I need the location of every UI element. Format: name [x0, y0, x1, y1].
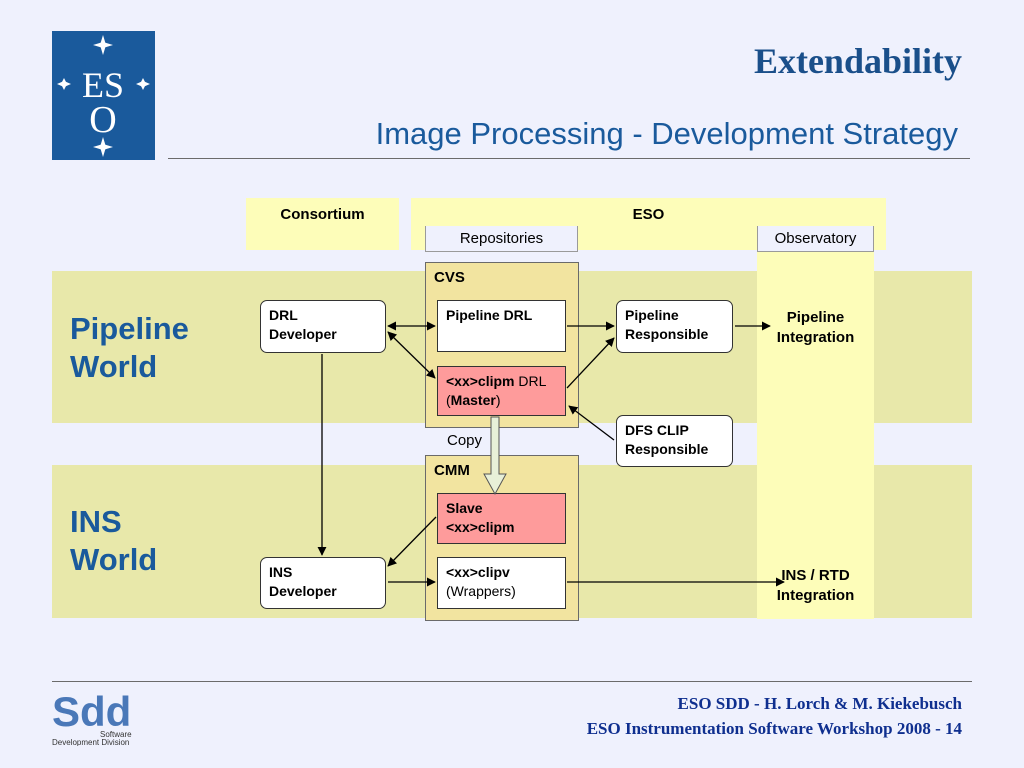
svg-text:O: O: [89, 99, 116, 141]
ins-rtd-integration-label: INS / RTD Integration: [776, 567, 855, 604]
pipeline-responsible-box: Pipeline Responsible: [616, 300, 733, 353]
pipeline-world-label: Pipeline World: [70, 311, 189, 384]
page-title: Extendability: [753, 41, 962, 81]
ins-world-label: INS World: [70, 504, 158, 577]
copy-arrow: [483, 416, 507, 496]
clipm-master-box: <xx>clipm DRL (Master): [437, 366, 566, 416]
sdd-logo: Sdd Software Development Division: [52, 686, 147, 746]
footer-divider: [52, 681, 972, 682]
pipeline-drl-box: Pipeline DRL: [437, 300, 566, 352]
slave-clipm-box: Slave <xx>clipm: [437, 493, 566, 544]
copy-label: Copy: [447, 432, 483, 449]
header-divider: [168, 158, 970, 159]
observatory-column: [757, 226, 874, 619]
svg-text:Development Division: Development Division: [52, 738, 129, 746]
footer-authors: ESO SDD - H. Lorch & M. Kiekebusch: [677, 694, 962, 713]
cvs-label: CVS: [434, 269, 465, 286]
svg-text:ES: ES: [82, 65, 124, 105]
arrow-drl-dev-clipm-master: [387, 331, 436, 379]
dfs-clip-responsible-box: DFS CLIP Responsible: [616, 415, 733, 467]
arrow-slave-ins-dev: [387, 516, 437, 567]
drl-developer-box: DRL Developer: [260, 300, 386, 353]
observatory-label: Observatory: [757, 226, 874, 252]
page-subtitle: Image Processing - Development Strategy: [375, 116, 958, 151]
sdd-logo-graphic: Sdd Software Development Division: [52, 688, 132, 746]
clipv-wrappers-box: <xx>clipv (Wrappers): [437, 557, 566, 609]
ins-developer-box: INS Developer: [260, 557, 386, 609]
svg-text:Software: Software: [100, 730, 132, 739]
eso-logo: ES O: [52, 31, 155, 160]
svg-text:Sdd: Sdd: [52, 688, 131, 735]
repositories-label: Repositories: [425, 226, 578, 252]
arrow-dfs-clip-clipm-master: [568, 405, 615, 441]
cmm-label: CMM: [434, 462, 470, 479]
eso-star-icon: ES O: [57, 35, 150, 157]
arrow-clipm-master-responsible: [566, 337, 615, 389]
consortium-column-header: Consortium: [246, 198, 399, 250]
footer-event: ESO Instrumentation Software Workshop 20…: [586, 719, 962, 738]
pipeline-integration-label: Pipeline Integration: [776, 309, 855, 346]
